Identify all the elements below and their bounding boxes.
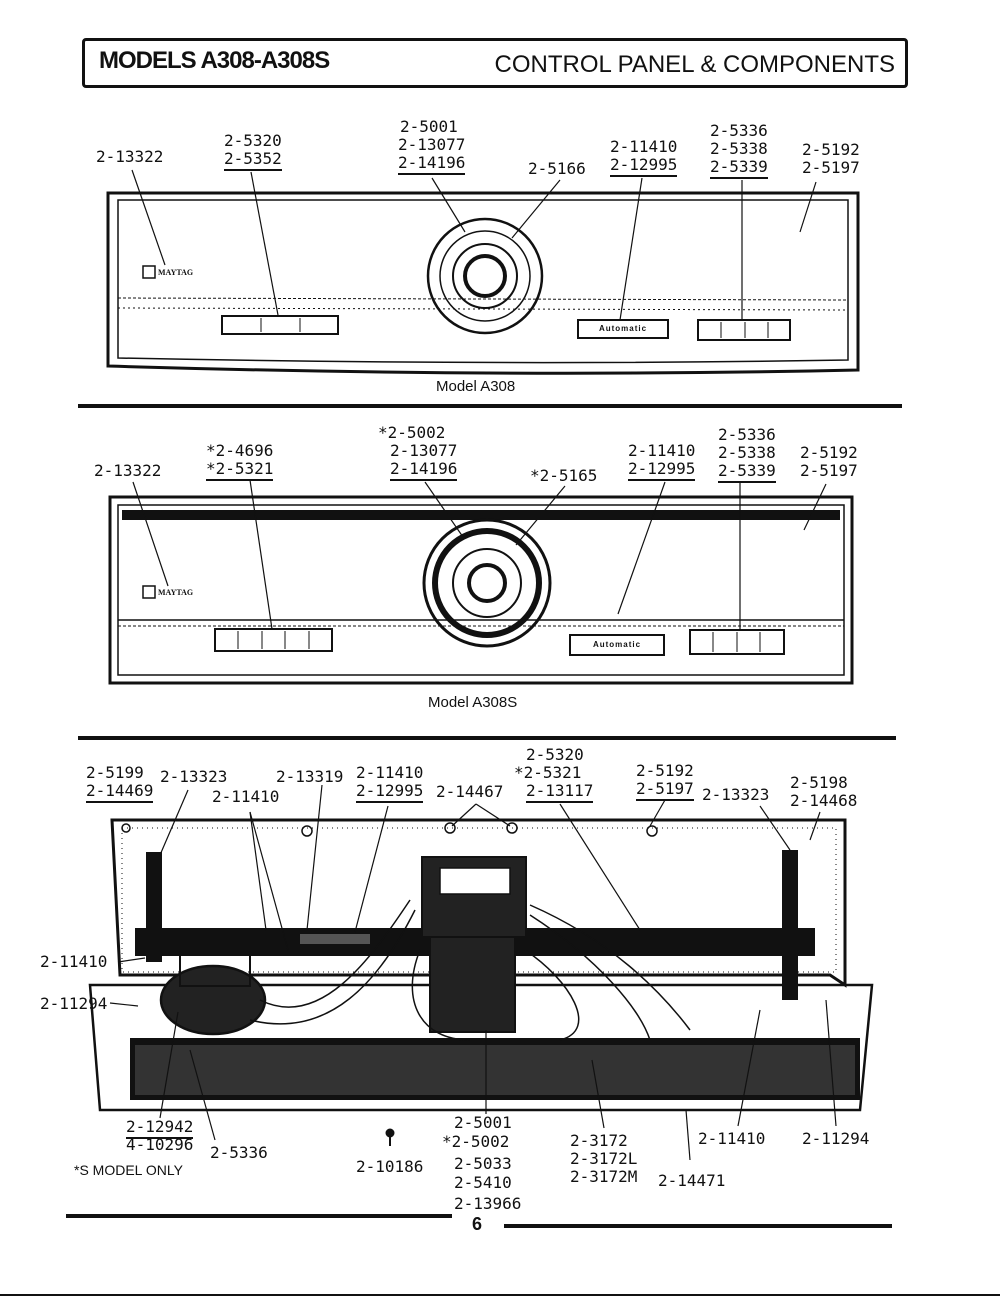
label-right-cap-1: 2-5192 [636, 761, 694, 780]
maytag-brand-s: MAYTAG [158, 588, 194, 597]
header-box: MODELS A308-A308S CONTROL PANEL & COMPON… [82, 38, 908, 88]
label-pushbutton-s-2: *2-5321 [206, 460, 274, 481]
label-timer-s-3: 2-14196 [390, 460, 458, 481]
label-harness-clip-1: 2-3172 [570, 1131, 628, 1150]
label-endcap-s-1: 2-5192 [800, 443, 858, 462]
label-holes: 2-14467 [436, 782, 504, 801]
label-timer-bottom-5: 2-13966 [454, 1194, 522, 1213]
label-timer-s-1: *2-5002 [378, 423, 446, 442]
label-switch-bottom: 2-5336 [210, 1143, 268, 1162]
label-endcap-2: 2-5197 [802, 158, 860, 177]
rear-view-drawing [88, 784, 874, 1161]
label-side-lower: 2-11294 [40, 994, 108, 1013]
label-timer-bottom-1: 2-5001 [454, 1113, 512, 1132]
label-pushbutton-1: 2-5320 [224, 131, 282, 150]
label-switch-group-3: 2-13117 [526, 782, 594, 803]
label-left-bracket-2: 2-14469 [86, 782, 154, 803]
label-timer-s-2: 2-13077 [390, 441, 458, 460]
label-timer-3: 2-14196 [398, 154, 466, 175]
label-lens-1: 2-11410 [610, 137, 678, 156]
label-switch-s-1: 2-5336 [718, 425, 776, 444]
label-switch-3: 2-5339 [710, 158, 768, 179]
label-switch-s-3: 2-5339 [718, 462, 776, 483]
label-switch-group-2: *2-5321 [514, 763, 582, 782]
label-right-bracket-2: 2-14468 [790, 791, 858, 810]
label-knob-panel: 2-13322 [96, 147, 164, 166]
divider-1 [78, 404, 902, 408]
label-harness-clip-2: 2-3172L [570, 1149, 638, 1168]
section-title: CONTROL PANEL & COMPONENTS [494, 51, 896, 78]
label-switch-1: 2-5336 [710, 121, 768, 140]
label-pushbutton-s-1: *2-4696 [206, 441, 274, 460]
label-left-clip: 2-11410 [212, 787, 280, 806]
label-timer-bottom-4: 2-5410 [454, 1173, 512, 1192]
footer-rule-left [66, 1214, 452, 1218]
label-timer-knob: 2-5166 [528, 159, 586, 178]
label-insulator: 2-14471 [658, 1171, 726, 1190]
label-timer-2: 2-13077 [398, 135, 466, 154]
label-endcap-s-2: 2-5197 [800, 461, 858, 480]
label-pushbutton-2: 2-5352 [224, 150, 282, 171]
label-left-bracket-1: 2-5199 [86, 763, 144, 782]
automatic-display-label: Automatic [598, 324, 648, 333]
divider-2 [78, 736, 896, 740]
label-seal-1: 2-12942 [126, 1118, 194, 1139]
label-lens-s-1: 2-11410 [628, 441, 696, 460]
label-timer-knob-s: *2-5165 [530, 466, 598, 485]
timer-dial-a308 [426, 217, 544, 335]
caption-a308s: Model A308S [428, 694, 518, 711]
screw-icon [385, 1128, 395, 1138]
label-timer-bottom-2: *2-5002 [442, 1132, 510, 1151]
footer-rule-right [504, 1224, 892, 1228]
label-end-right: 2-11294 [802, 1129, 870, 1148]
label-harness-2: 2-12995 [356, 782, 424, 803]
label-side-upper: 2-11410 [40, 952, 108, 971]
automatic-display-label-s: Automatic [592, 640, 642, 649]
label-clip-right: 2-11410 [698, 1129, 766, 1148]
label-right-bracket-1: 2-5198 [790, 773, 848, 792]
label-switch-group-1: 2-5320 [526, 745, 584, 764]
panel-a308-drawing [106, 169, 860, 375]
label-harness-clip-3: 2-3172M [570, 1167, 638, 1186]
panel-a308s-drawing [108, 479, 854, 685]
page-number: 6 [472, 1214, 483, 1234]
maytag-logo-icon [142, 265, 156, 279]
label-right-screw: 2-13323 [702, 785, 770, 804]
label-right-cap-2: 2-5197 [636, 780, 694, 801]
label-lens-s-2: 2-12995 [628, 460, 696, 481]
label-switch-s-2: 2-5338 [718, 443, 776, 462]
footnote: *S MODEL ONLY [74, 1162, 183, 1178]
caption-a308: Model A308 [436, 378, 516, 395]
label-rear-cover: 2-13319 [276, 767, 344, 786]
label-knob-panel-s: 2-13322 [94, 461, 162, 480]
label-seal-2: 4-10296 [126, 1135, 194, 1154]
label-timer-1: 2-5001 [400, 117, 458, 136]
label-timer-bottom-3: 2-5033 [454, 1154, 512, 1173]
label-screw: 2-10186 [356, 1157, 424, 1176]
label-harness-1: 2-11410 [356, 763, 424, 782]
label-left-screw: 2-13323 [160, 767, 228, 786]
label-switch-2: 2-5338 [710, 139, 768, 158]
timer-dial-a308s [422, 518, 552, 648]
maytag-logo-icon-s [142, 585, 156, 599]
label-endcap-1: 2-5192 [802, 140, 860, 159]
label-lens-2: 2-12995 [610, 156, 678, 177]
maytag-brand: MAYTAG [158, 268, 194, 277]
models-title: MODELS A308-A308S [99, 47, 330, 74]
